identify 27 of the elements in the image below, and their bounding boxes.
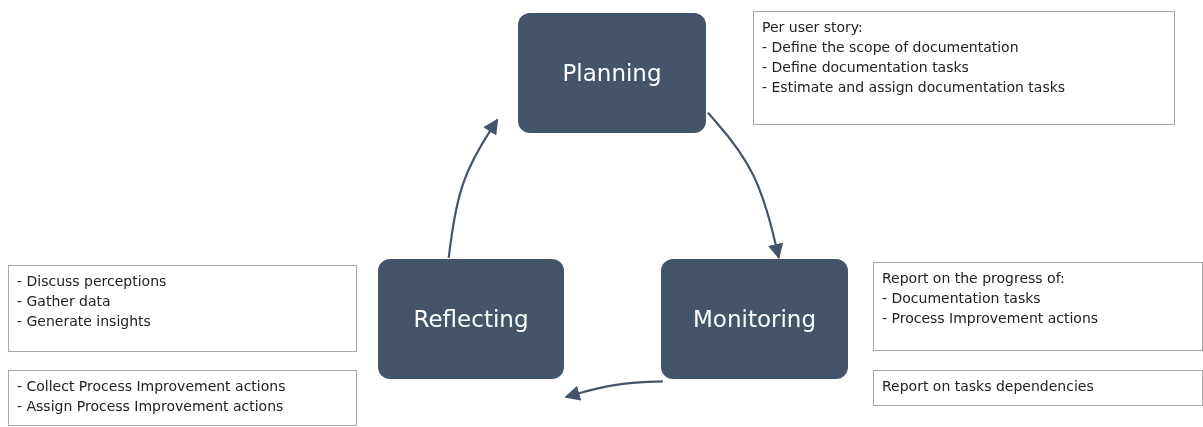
phase-label: Reflecting bbox=[413, 306, 529, 332]
curved-arrow bbox=[447, 118, 499, 258]
phase-label: Planning bbox=[562, 60, 662, 86]
note-box bbox=[753, 11, 1175, 125]
note-box bbox=[8, 265, 357, 352]
note-text: - Discuss perceptions bbox=[17, 272, 168, 291]
note-text: - Process Improvement actions bbox=[882, 309, 1100, 328]
note-text: - Gather data bbox=[17, 292, 112, 311]
phase-box bbox=[378, 259, 564, 379]
note-box bbox=[8, 370, 357, 426]
note-box bbox=[873, 370, 1203, 406]
phase-box bbox=[518, 13, 706, 133]
note-text: - Assign Process Improvement actions bbox=[17, 397, 285, 416]
note-text: - Estimate and assign documentation tasks bbox=[762, 78, 1067, 97]
note-text: - Define documentation tasks bbox=[762, 58, 970, 77]
note-text: Report on the progress of: bbox=[882, 269, 1066, 288]
note-text: - Collect Process Improvement actions bbox=[17, 377, 287, 396]
curved-arrow bbox=[707, 111, 784, 260]
phase-box bbox=[661, 259, 848, 379]
note-text: - Define the scope of documentation bbox=[762, 38, 1020, 57]
note-text: - Documentation tasks bbox=[882, 289, 1042, 308]
phase-label: Monitoring bbox=[693, 306, 816, 332]
note-text: Report on tasks dependencies bbox=[882, 377, 1095, 396]
note-text: - Generate insights bbox=[17, 312, 152, 331]
note-box bbox=[873, 262, 1203, 351]
curved-arrow bbox=[564, 380, 663, 401]
note-text: Per user story: bbox=[762, 18, 864, 37]
